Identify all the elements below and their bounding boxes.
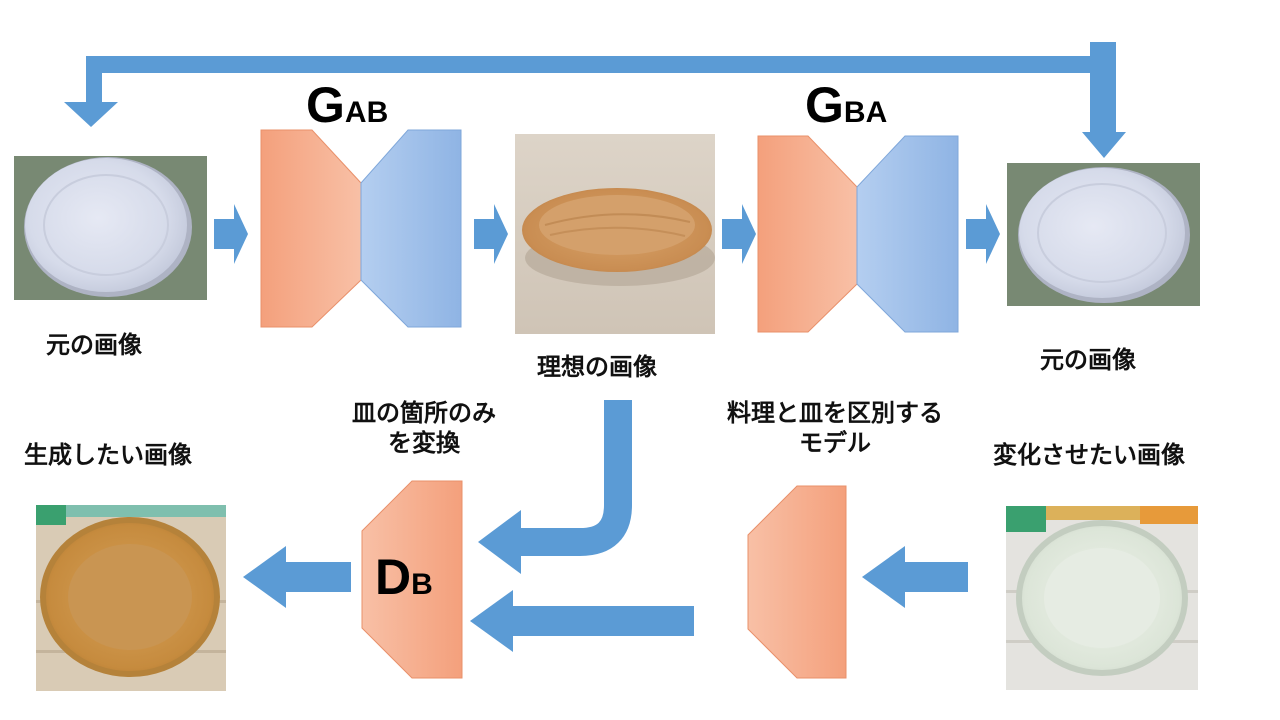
discriminator-db (361, 480, 463, 679)
label-model-line2: モデル (799, 429, 871, 457)
gab-label: GAB (306, 80, 388, 130)
label-transform-line1: 皿の箇所のみ (352, 399, 496, 427)
label-generate-target: 生成したい画像 (24, 441, 192, 469)
label-transform-line2: を変換 (388, 429, 460, 457)
arrow-gba-to-original (966, 204, 1000, 264)
generated-image (36, 505, 226, 691)
label-ideal: 理想の画像 (537, 353, 657, 381)
gab-label-main: G (306, 77, 345, 133)
gba-label-sub: BA (843, 96, 888, 129)
original-image-left (14, 156, 207, 300)
original-image-right (1007, 163, 1200, 306)
segmentation-model-shape (747, 485, 847, 679)
label-change-target: 変化させたい画像 (993, 441, 1185, 469)
db-label-sub: B (411, 568, 433, 601)
arrow-model-to-db (470, 590, 694, 652)
db-label-main: D (375, 549, 412, 605)
db-label: DB (375, 552, 433, 602)
label-model: 料理と皿を区別する モデル (690, 398, 980, 458)
label-original-right: 元の画像 (1040, 346, 1136, 374)
gba-label: GBA (805, 80, 887, 130)
gba-label-main: G (805, 77, 844, 133)
arrow-db-to-generated (243, 546, 351, 608)
target-image (1006, 506, 1198, 690)
arrow-original-to-gab (214, 204, 248, 264)
arrow-target-to-model (862, 546, 968, 608)
generator-gba (757, 135, 959, 333)
arrow-ideal-to-gba (722, 204, 756, 264)
ideal-image (515, 134, 715, 334)
label-original-left: 元の画像 (46, 331, 142, 359)
label-model-line1: 料理と皿を区別する (727, 399, 943, 427)
label-transform: 皿の箇所のみ を変換 (304, 398, 544, 458)
feedback-loop-arrow (64, 42, 1126, 158)
arrow-ideal-to-db (478, 400, 632, 574)
gab-label-sub: AB (344, 96, 389, 129)
generator-gab (260, 129, 462, 328)
arrow-gab-to-ideal (474, 204, 508, 264)
